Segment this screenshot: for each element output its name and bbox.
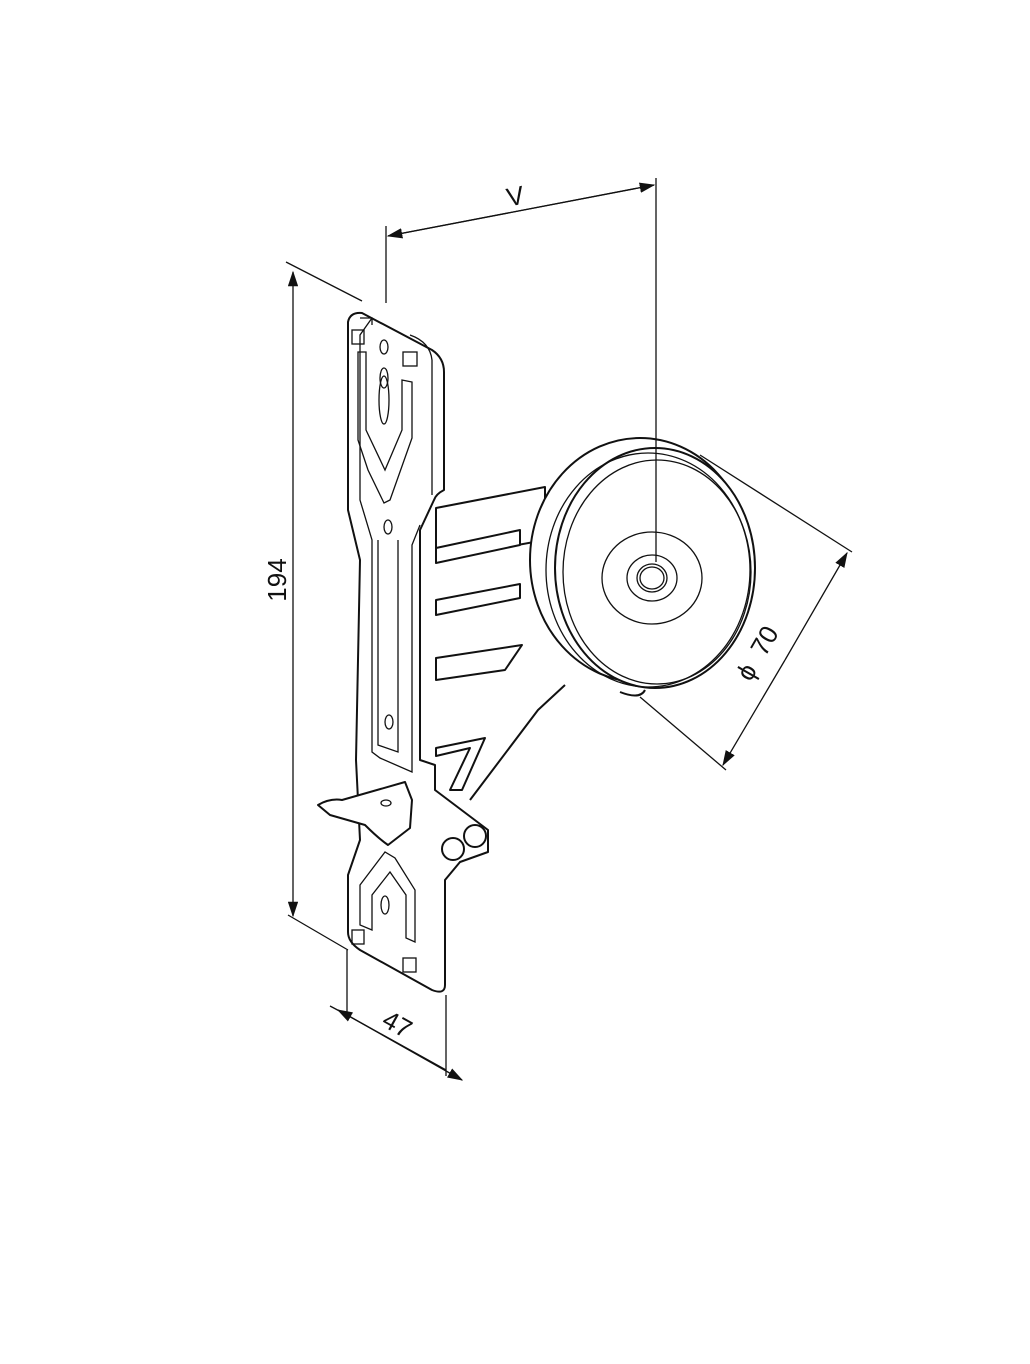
dimension-height-label: 194 xyxy=(262,558,292,601)
dimension-diameter-label: 70 xyxy=(744,621,784,661)
mounting-plate xyxy=(317,311,489,993)
wheel xyxy=(529,437,756,697)
dimension-height: 194 xyxy=(262,261,363,951)
dimension-width-label: 47 xyxy=(377,1004,417,1044)
hub-ring xyxy=(601,531,703,625)
bracket-arms xyxy=(435,486,566,801)
diameter-symbol: ϕ xyxy=(730,658,763,686)
dimension-v-label: V xyxy=(504,180,527,213)
dimension-v: V xyxy=(385,178,657,562)
